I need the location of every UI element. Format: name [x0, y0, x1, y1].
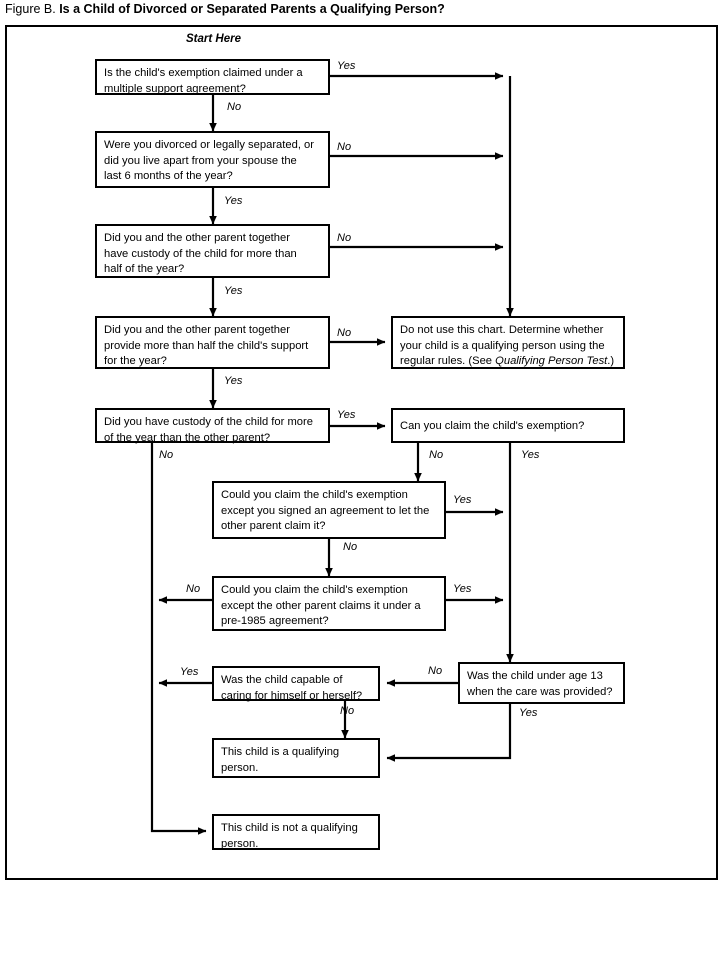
- node-text-line: except you signed an agreement to let th…: [221, 504, 430, 517]
- edge-label-n9-yes: Yes: [453, 583, 472, 595]
- node-parents-provide-half-support[interactable]: Did you and the other parent together pr…: [95, 316, 330, 369]
- qualifying-person-test-ref: Qualifying Person Test: [495, 355, 608, 367]
- node-do-not-use-this-chart[interactable]: Do not use this chart. Determine whether…: [391, 316, 625, 369]
- edge-label-n7-no: No: [429, 449, 444, 461]
- figure-label: Figure B.: [5, 2, 56, 16]
- node-joint-custody-more-than-half-year[interactable]: Did you and the other parent together ha…: [95, 224, 330, 278]
- edge-n5-no: [150, 443, 207, 835]
- node-text-line: of the year than the other parent?: [104, 431, 271, 444]
- node-signed-agreement-to-let-other-parent-claim[interactable]: Could you claim the child's exemption ex…: [212, 481, 446, 539]
- node-text-line: Were you divorced or legally separated, …: [104, 139, 314, 151]
- node-text-line: Do not use this chart. Determine whether: [400, 324, 604, 336]
- edge-n10-yes: [386, 704, 512, 762]
- node-custody-more-of-year[interactable]: Did you have custody of the child for mo…: [95, 408, 330, 444]
- node-text-line: Can you claim the child's exemption?: [400, 420, 585, 432]
- edge-label-n1-yes: Yes: [337, 60, 356, 72]
- node-text-line: Did you and the other parent together: [104, 232, 290, 244]
- node-text-line: multiple support agreement?: [104, 82, 246, 95]
- edge-label-n3-no: No: [337, 232, 352, 244]
- node-text-line: last 6 months of the year?: [104, 170, 233, 182]
- node-text-line: caring for himself or herself?: [221, 689, 363, 702]
- node-pre-1985-agreement[interactable]: Could you claim the child's exemption ex…: [212, 576, 446, 631]
- node-child-under-age-13[interactable]: Was the child under age 13 when the care…: [458, 662, 625, 704]
- edge-label-n10-yes: Yes: [519, 707, 538, 719]
- edge-label-n11-yes: Yes: [180, 666, 199, 678]
- node-text-line: Could you claim the child's exemption: [221, 489, 408, 501]
- node-text-line: Was the child under age 13: [467, 670, 603, 682]
- edge-label-n5-no: No: [159, 449, 174, 461]
- node-text-line: half of the year?: [104, 263, 185, 275]
- node-text-line: Is the child's exemption claimed under a: [104, 67, 303, 79]
- node-text-line: provide more than half the child's suppo…: [104, 339, 309, 352]
- node-text-run: regular rules. (See: [400, 355, 496, 367]
- edge-label-n11-no: No: [340, 705, 355, 717]
- figure-frame: [5, 25, 718, 880]
- edge-label-n1-no: No: [227, 101, 242, 113]
- node-text-line: person.: [221, 837, 259, 850]
- node-multiple-support-agreement[interactable]: Is the child's exemption claimed under a…: [95, 59, 330, 95]
- edge-label-n5-yes: Yes: [337, 409, 356, 421]
- page-title: Figure B. Is a Child of Divorced or Sepa…: [5, 2, 445, 16]
- edge-label-n3-yes: Yes: [224, 285, 243, 297]
- node-text-line: other parent claim it?: [221, 520, 326, 532]
- node-is-qualifying-person[interactable]: This child is a qualifying person.: [212, 738, 380, 778]
- node-text-line: for the year?: [104, 355, 167, 367]
- node-text-line: have custody of the child for more than: [104, 247, 297, 260]
- node-text-line: Was the child capable of: [221, 674, 343, 686]
- edge-label-n8-yes: Yes: [453, 494, 472, 506]
- edge-label-n4-yes: Yes: [224, 375, 243, 387]
- node-text-line: except the other parent claims it under …: [221, 599, 421, 612]
- node-text-line: when the care was provided?: [467, 685, 613, 698]
- edge-label-n10-no: No: [428, 665, 443, 677]
- edge-label-n2-yes: Yes: [224, 195, 243, 207]
- node-text-line: person.: [221, 761, 259, 774]
- node-text-run: .): [607, 355, 615, 367]
- node-text-line: regular rules. (See Qualifying Person Te…: [400, 354, 617, 370]
- node-text-line: Did you and the other parent together: [104, 324, 290, 336]
- node-text-line: This child is not a qualifying: [221, 822, 358, 834]
- edge-label-n4-no: No: [337, 327, 352, 339]
- node-text-line: pre-1985 agreement?: [221, 615, 329, 627]
- node-child-capable-of-self-care[interactable]: Was the child capable of caring for hims…: [212, 666, 380, 702]
- node-text-line: Did you have custody of the child for mo…: [104, 416, 313, 428]
- node-text-line: your child is a qualifying person using …: [400, 339, 605, 352]
- figure-headline: Is a Child of Divorced or Separated Pare…: [59, 2, 445, 16]
- node-text-line: did you live apart from your spouse the: [104, 154, 297, 167]
- node-text-line: This child is a qualifying: [221, 746, 340, 758]
- node-can-you-claim-exemption[interactable]: Can you claim the child's exemption?: [391, 408, 625, 443]
- node-divorced-or-separated[interactable]: Were you divorced or legally separated, …: [95, 131, 330, 188]
- node-not-qualifying-person[interactable]: This child is not a qualifying person.: [212, 814, 380, 850]
- start-here-label: Start Here: [186, 33, 241, 45]
- edge-label-n7-yes: Yes: [521, 449, 540, 461]
- node-text-line: Could you claim the child's exemption: [221, 584, 408, 596]
- edge-label-n8-no: No: [343, 541, 358, 553]
- edge-label-n2-no: No: [337, 141, 352, 153]
- edge-label-n9-no: No: [186, 583, 201, 595]
